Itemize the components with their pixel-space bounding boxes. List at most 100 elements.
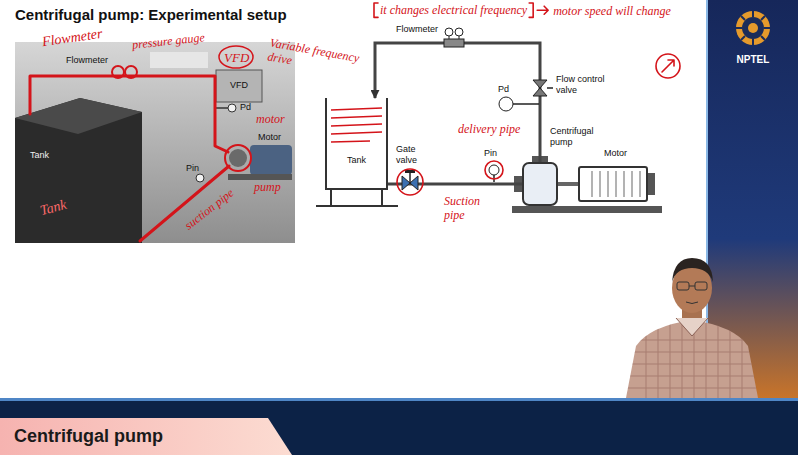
red-annotation <box>30 76 228 152</box>
node-text: Motor <box>604 148 627 159</box>
label-slot: Gate valve <box>396 144 428 166</box>
node-text-slot: Tank <box>347 155 366 166</box>
title-slot: Centrifugal pump: Experimental setup <box>15 6 287 24</box>
label-slot: Variable frequency drive <box>266 36 369 82</box>
label-slot: Motor <box>258 132 281 143</box>
lab-photo <box>15 42 295 243</box>
pump-base <box>512 206 662 213</box>
lab-photo <box>215 107 228 109</box>
part-label: Gate valve <box>396 144 428 166</box>
photo-label: Motor <box>258 132 281 143</box>
gate-valve-symbol <box>409 173 411 183</box>
handwritten-note: Flowmeter <box>41 26 103 51</box>
motor-fins <box>592 171 655 197</box>
lab-photo <box>15 42 295 243</box>
red-annotation <box>662 60 674 72</box>
lab-photo <box>196 174 204 182</box>
red-annotation <box>656 54 680 78</box>
nptel-logo <box>736 11 770 45</box>
caption-slot: Centrifugal pump <box>14 426 163 448</box>
nptel-logo <box>748 23 758 33</box>
slide-background <box>0 418 292 455</box>
gate-valve-symbol <box>405 170 415 173</box>
handwritten-note: motor <box>256 112 285 126</box>
presenter <box>686 286 698 304</box>
water-strokes <box>331 108 382 142</box>
part-label: Pin <box>484 148 497 159</box>
node-text-slot: Centrifugal pump <box>550 126 610 148</box>
banner-caption: Centrifugal pump <box>14 426 163 448</box>
handwritten-note: it changes electrical frequency <box>380 3 527 17</box>
lab-photo <box>229 149 247 167</box>
pressure-gauge-symbol <box>489 165 499 175</box>
tank-stand <box>316 190 398 206</box>
node-text: Centrifugal pump <box>550 126 610 148</box>
motor-fins <box>592 171 640 197</box>
nptel-logo <box>736 11 770 45</box>
tank-stand <box>316 190 398 206</box>
presenter <box>672 258 713 282</box>
label-slot: Tank <box>38 197 68 220</box>
lab-photo <box>15 98 142 243</box>
red-annotation <box>485 161 503 179</box>
red-annotation <box>219 46 253 68</box>
pump-base <box>512 156 662 213</box>
presenter <box>695 282 707 290</box>
logo-text: NPTEL <box>728 54 778 66</box>
label-slot: suction pipe <box>182 186 237 233</box>
red-annotation <box>537 6 548 14</box>
handwritten-note: pressure gauge <box>131 30 205 52</box>
pressure-gauge-symbol <box>513 103 539 105</box>
node-text-slot: Motor <box>604 148 627 159</box>
red-annotation <box>529 3 533 17</box>
handwritten-note: motor speed will change <box>553 4 671 18</box>
presenter <box>620 340 760 388</box>
slide-title: Centrifugal pump: Experimental setup <box>15 6 287 24</box>
label-slot: VFD <box>224 50 249 66</box>
pump-casing: Centrifugal pump <box>522 162 558 206</box>
pressure-gauge-symbol <box>499 97 513 111</box>
presenter <box>677 282 689 290</box>
label-slot: Suction pipe <box>444 194 494 223</box>
part-label: Flow control valve <box>556 74 612 96</box>
label-slot: motor speed will change <box>553 4 671 18</box>
lab-photo <box>216 70 262 102</box>
flow-control-valve-symbol <box>547 87 553 89</box>
handwritten-note: Tank <box>38 197 68 220</box>
node-text: Tank <box>347 155 366 166</box>
label-slot: it changes electrical frequency <box>380 3 527 17</box>
pipe-connector <box>558 182 578 186</box>
handwritten-note: Suction pipe <box>444 194 494 223</box>
photo-label: Pd <box>240 102 251 113</box>
handwritten-note: Variable frequency drive <box>266 36 369 82</box>
gate-valve-symbol <box>402 170 418 190</box>
label-slot: Tank <box>30 150 49 161</box>
nptel-logo <box>742 17 764 39</box>
part-label: Flowmeter <box>396 24 438 35</box>
label-slot: Pd <box>240 102 251 113</box>
photo-label: Flowmeter <box>66 55 108 66</box>
flowmeter-symbol <box>444 39 464 47</box>
label-slot: pressure gauge <box>131 30 205 52</box>
slide-background <box>0 398 798 455</box>
handwritten-note: delivery pipe <box>458 122 520 136</box>
label-slot: Pin <box>484 148 497 159</box>
label-slot: pump <box>254 180 281 194</box>
label-slot: Flowmeter <box>66 55 108 66</box>
lab-photo <box>228 174 292 180</box>
label-slot: Flow control valve <box>556 74 612 96</box>
slide-background <box>0 398 798 401</box>
photo-label: Pin <box>186 163 199 174</box>
handwritten-note: pump <box>254 180 281 194</box>
handwritten-note: suction pipe <box>182 186 237 233</box>
lab-photo <box>228 104 236 112</box>
handwritten-note: VFD <box>224 50 249 66</box>
slide-background <box>0 0 708 398</box>
flow-control-valve-symbol <box>533 80 553 96</box>
lab-photo <box>150 52 208 68</box>
nptel-logo <box>736 11 770 45</box>
